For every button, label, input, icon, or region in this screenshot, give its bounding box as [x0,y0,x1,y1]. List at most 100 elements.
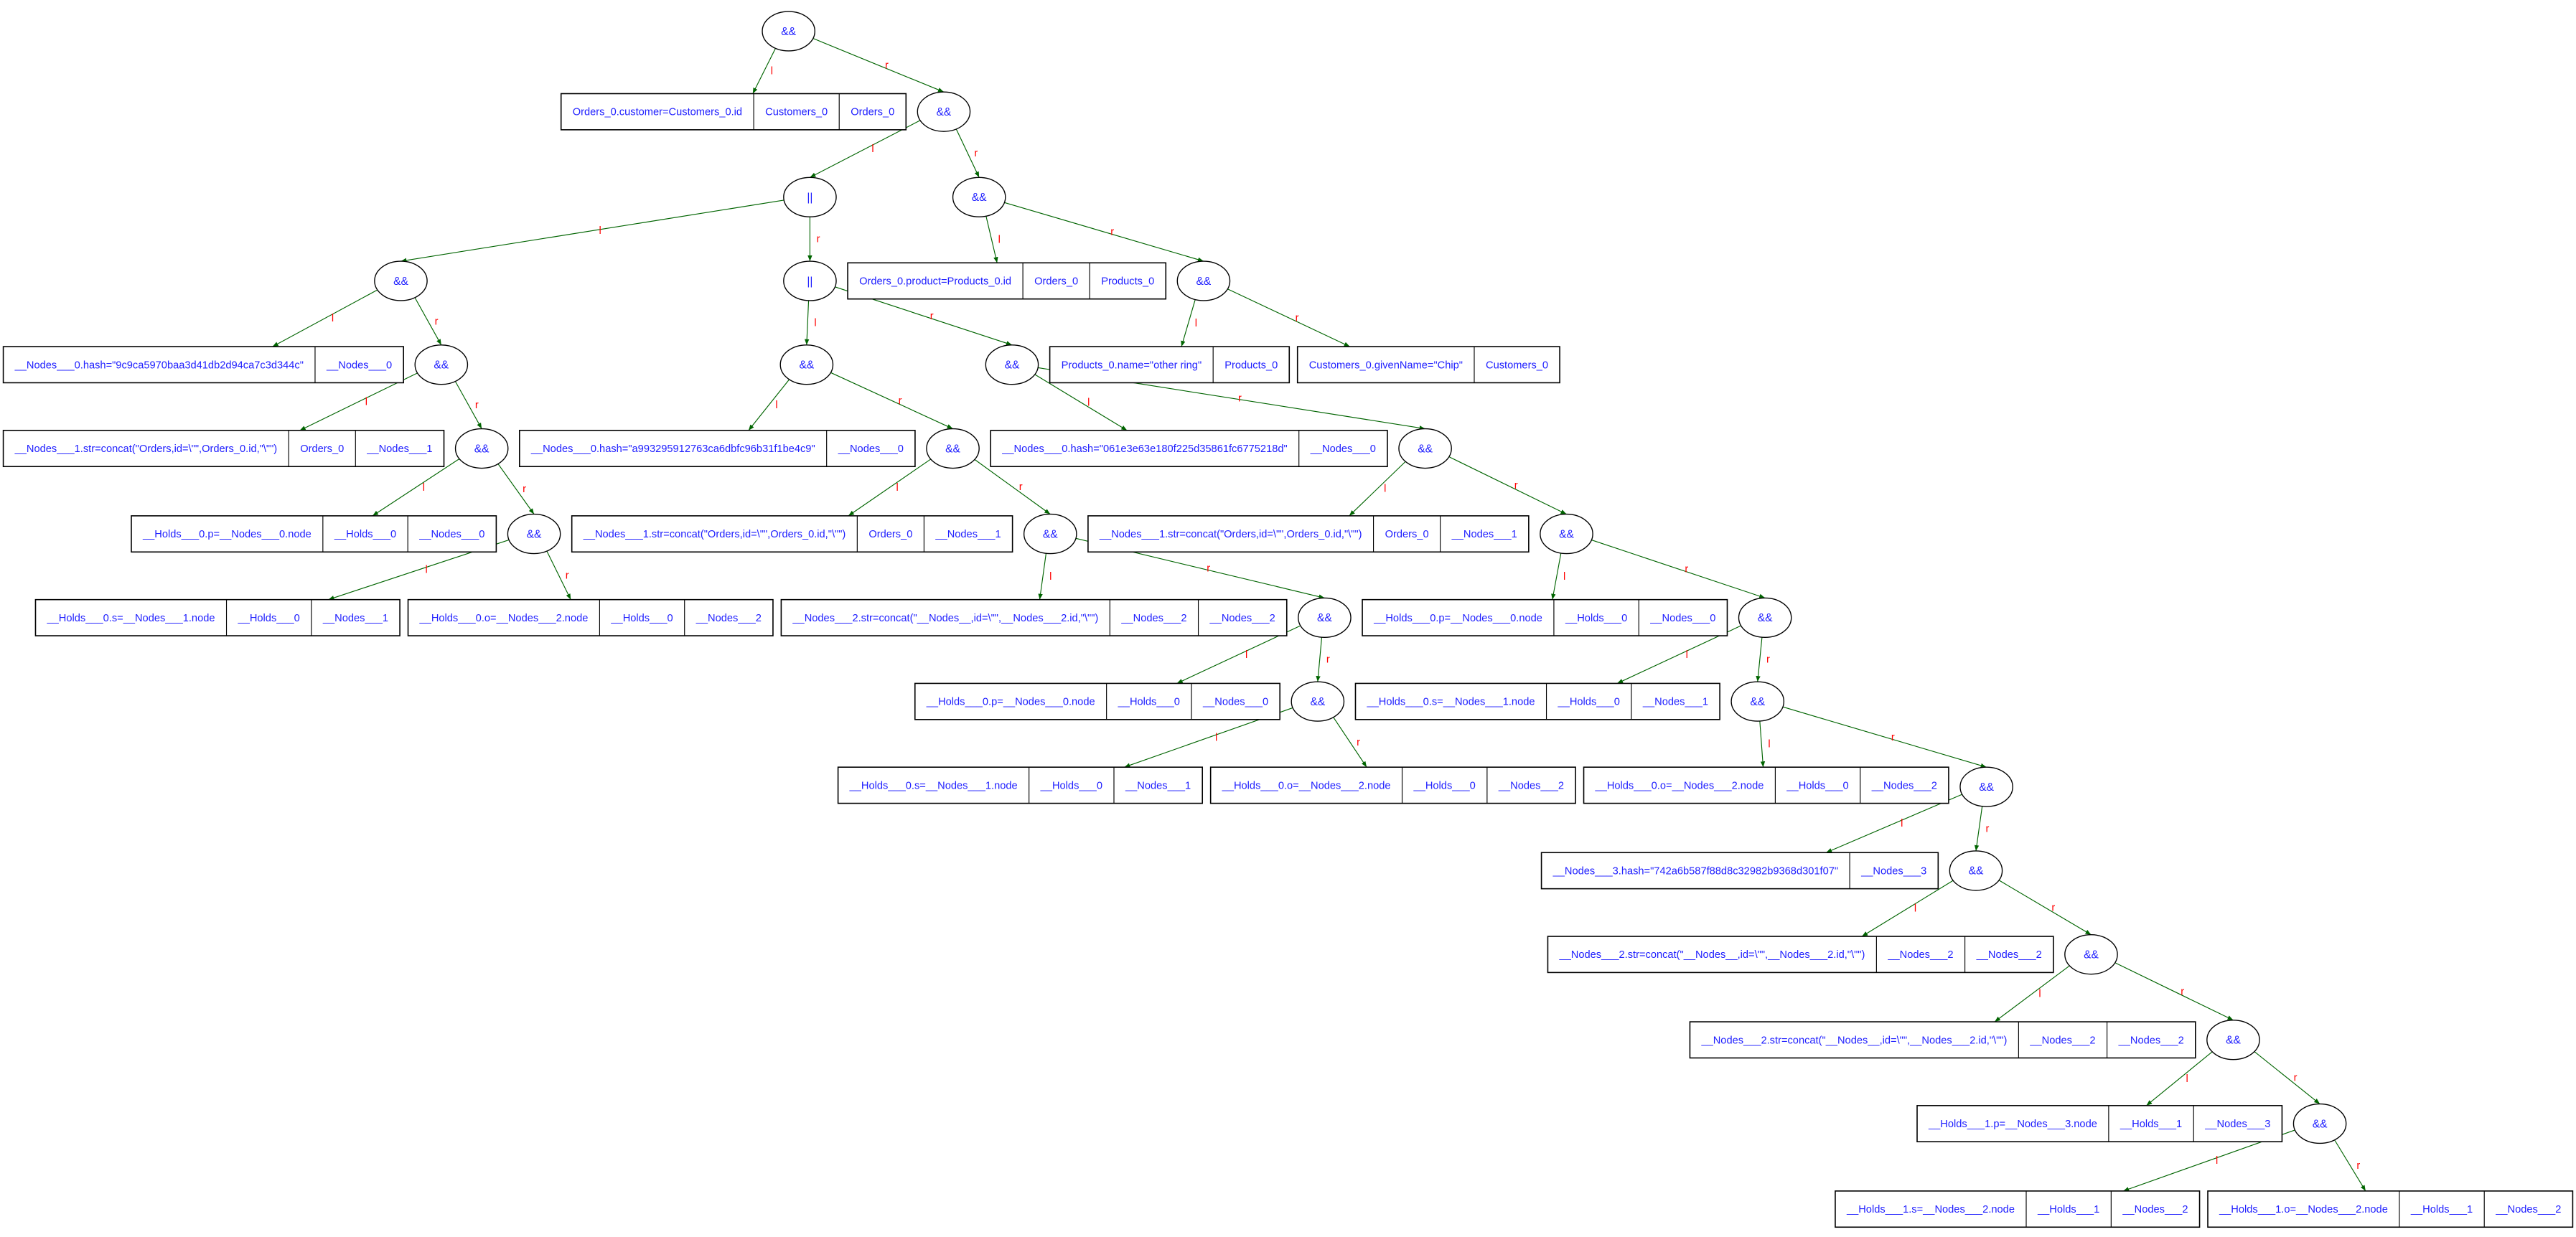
operator-node[interactable]: && [952,177,1006,217]
operator-label: || [807,192,812,204]
record-border [2,346,404,384]
operator-node[interactable]: && [1176,260,1231,301]
record-variable: __Holds___0 [238,613,300,624]
edge-arrow [1034,374,1128,431]
record-variable: __Nodes___0 [326,359,392,371]
constraint-record-node[interactable]: __Nodes___2.str=concat("__Nodes__,id=\""… [1689,1021,2196,1059]
record-variable: Orders_0 [1034,276,1078,288]
constraint-record-node[interactable]: __Nodes___0.hash="a993295912763ca6dbfc96… [519,430,916,468]
operator-label: && [2313,1118,2328,1130]
record-border [2,430,445,468]
constraint-record-node[interactable]: __Holds___1.s=__Nodes___2.node__Holds___… [1835,1190,2201,1228]
record-border [780,598,1288,636]
edge-arrow [1759,720,1766,768]
operator-node[interactable]: && [1540,513,1593,555]
constraint-record-node[interactable]: __Holds___1.o=__Nodes___2.node __Holds___… [2207,1190,2574,1228]
operator-node[interactable]: && [762,11,815,52]
record-border [837,766,1204,804]
constraint-record-node[interactable]: __Holds___0.o=__Nodes___2.node__Holds___… [1583,766,1949,804]
constraint-record-node[interactable]: Orders_0.customer=Customers_0.id Customer… [560,93,907,131]
operator-node[interactable]: && [985,344,1039,385]
constraint-record-node[interactable]: __Nodes___1.str=concat("Orders,id=\"",Or… [571,515,1013,553]
constraint-record-node[interactable]: __Holds___0.p=__Nodes___0.node__Holds___… [1362,598,1728,636]
edge-arrow [2334,1139,2366,1192]
record-variable: __Holds___0 [334,529,396,540]
operator-node[interactable]: && [1738,597,1792,639]
edge-label: r [523,484,526,495]
operator-node[interactable]: && [2064,934,2118,975]
operator-node[interactable]: && [779,344,834,385]
record-condition: __Holds___1.o=__Nodes___2.node [2219,1204,2388,1215]
constraint-record-node[interactable]: __Nodes___2.str=concat("__Nodes__,id=\""… [780,598,1288,636]
record-border [1296,346,1560,384]
constraint-record-node[interactable]: __Holds___0.p=__Nodes___0.node__Holds___… [131,515,497,553]
edge-label: r [1985,823,1989,834]
record-condition: __Holds___0.p=__Nodes___0.node [926,697,1095,708]
edge-right: r [1782,706,1987,768]
operator-node[interactable]: && [1023,513,1077,555]
constraint-record-node[interactable]: __Holds___0.s=__Nodes___1.node__Holds___… [837,766,1204,804]
record-variable: __Holds___1 [2410,1204,2473,1215]
record-border [1049,346,1291,384]
operator-node[interactable]: || [783,260,837,301]
operator-node[interactable]: && [454,428,509,469]
record-border [519,430,916,468]
constraint-record-node[interactable]: __Holds___0.p=__Nodes___0.node__Holds___… [914,682,1280,720]
constraint-record-node[interactable]: __Nodes___0.hash="061e3e63e180f225d35861… [990,430,1388,468]
record-border [571,515,1013,553]
constraint-record-node[interactable]: __Nodes___2.str=concat("__Nodes__,id=\""… [1547,936,2054,974]
edge-arrow [372,458,460,517]
operator-node[interactable]: && [507,513,561,555]
edge-label: r [1766,654,1770,666]
constraint-record-node[interactable]: __Holds___0.o=__Nodes___2.node__Holds___… [1209,766,1576,804]
edge-arrow [1998,880,2092,936]
edge-label: l [1384,484,1386,495]
operator-label: && [799,359,814,372]
edge-left: l [848,458,932,517]
operator-label: && [393,276,408,288]
constraint-record-node[interactable]: __Nodes___3.hash="742a6b587f88d8c32982b9… [1540,852,1939,890]
operator-node[interactable]: && [1949,850,2003,891]
operator-node[interactable]: || [783,177,837,217]
record-variable: __Nodes___3 [1860,865,1926,877]
edge-label: l [599,225,601,237]
operator-node[interactable]: && [414,344,469,385]
constraint-record-node[interactable]: __Holds___0.o=__Nodes___2.node__Holds___… [407,598,774,636]
record-variable: __Nodes___0 [1649,613,1715,624]
record-variable: __Holds___0 [1558,697,1620,708]
constraint-record-node[interactable]: __Holds___0.s=__Nodes___1.node__Holds___… [34,598,401,636]
edge-label: r [930,311,934,322]
edge-arrow [1861,880,1954,937]
edge-right: r [812,37,945,93]
edge-label: r [1357,737,1360,748]
operator-node[interactable]: && [1398,428,1452,469]
constraint-record-node[interactable]: __Holds___0.s=__Nodes___1.node__Holds___… [1354,682,1720,720]
operator-node[interactable]: && [1959,766,2013,807]
operator-node[interactable]: && [1730,681,1785,722]
constraint-record-node[interactable]: __Nodes___1.str=concat("Orders,id=\"",Or… [2,430,445,468]
operator-node[interactable]: && [374,260,428,301]
operator-label: && [1317,612,1332,624]
constraint-record-node[interactable]: Customers_0.givenName="Chip"Customers_0 [1296,346,1560,384]
operator-node[interactable]: && [2292,1103,2347,1144]
record-condition: Orders_0.customer=Customers_0.id [573,107,742,118]
operator-node[interactable]: && [1291,681,1345,722]
record-variable: Customers_0 [765,107,828,118]
operator-node[interactable]: && [1298,597,1352,639]
constraint-record-node[interactable]: __Nodes___1.str=concat("Orders,id=\"",Or… [1087,515,1530,553]
operator-ellipse [779,344,834,385]
operator-node[interactable]: && [2206,1020,2260,1060]
operator-node[interactable]: && [917,91,971,132]
record-variable: __Nodes___0 [418,529,484,540]
operator-node[interactable]: && [926,428,980,469]
record-condition: __Nodes___0.hash="061e3e63e180f225d35861… [1001,443,1287,455]
constraint-record-node[interactable]: Products_0.name="other ring"Products_0 [1049,346,1291,384]
edge-left: l [401,199,784,263]
operator-label: && [945,443,960,455]
constraint-record-node[interactable]: __Holds___1.p=__Nodes___3.node__Holds___… [1916,1105,2283,1143]
edge-right: r [955,128,980,178]
constraint-record-node[interactable]: __Nodes___0.hash="9c9ca5970baa3d41db2d94… [2,346,404,384]
edge-label: l [1686,649,1688,661]
